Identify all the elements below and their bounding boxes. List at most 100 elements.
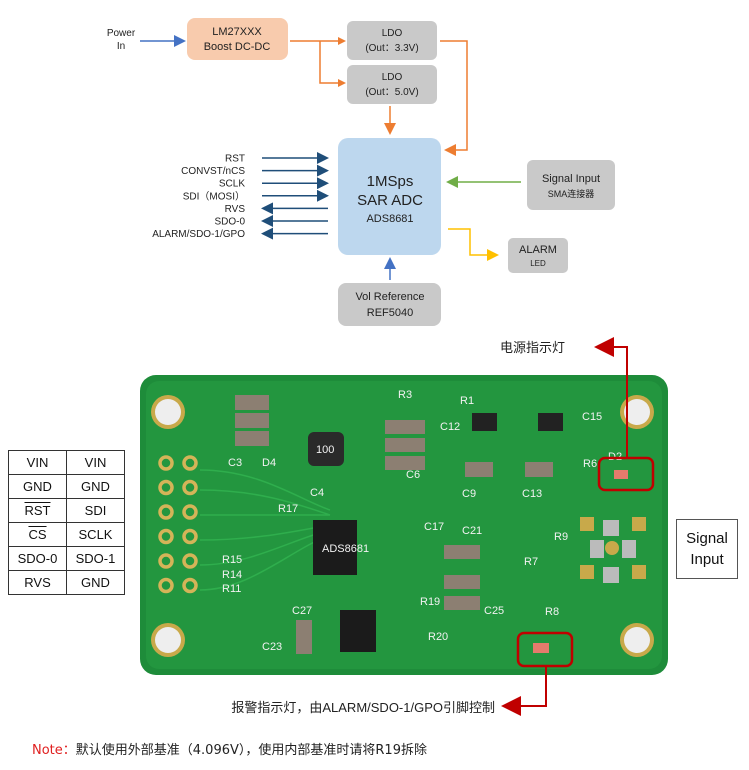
header-pin-pad xyxy=(158,479,174,496)
pin-cell: SDO-1 xyxy=(66,546,125,571)
vref-box xyxy=(338,283,441,326)
silkscreen-label: R3 xyxy=(398,389,412,401)
signal-input-label-1: Signal xyxy=(686,530,728,547)
ldo1-line1: LDO xyxy=(382,28,403,39)
signal-label: ALARM/SDO-1/GPO xyxy=(152,229,245,240)
pin-cell: GND xyxy=(66,570,125,595)
alarm-line2: LED xyxy=(530,259,546,268)
vref-line2: REF5040 xyxy=(367,307,413,319)
signal-label: SDO-0 xyxy=(214,217,245,228)
silkscreen-label: C17 xyxy=(424,521,444,533)
silkscreen-label: C12 xyxy=(440,421,460,433)
adc-box xyxy=(338,138,441,255)
signal-label: CONVST/nCS xyxy=(181,166,245,177)
silkscreen-label: C15 xyxy=(582,411,602,423)
note-text: 默认使用外部基准（4.096V），使用内部基准时请将R19拆除 xyxy=(75,743,427,758)
ldo2-line2: (Out：5.0V) xyxy=(365,87,418,98)
alarm-led-pointer xyxy=(501,666,547,716)
pin-cell: RVS xyxy=(8,570,67,595)
header-pin-pad xyxy=(158,455,174,471)
silkscreen-label: R6 xyxy=(583,458,597,470)
header-pin-pad xyxy=(182,504,198,520)
power-led-caption: 电源指示灯 xyxy=(500,340,565,355)
silkscreen-label: C23 xyxy=(262,641,282,653)
header-pin-pad xyxy=(158,504,174,520)
silkscreen-label: R7 xyxy=(524,556,538,568)
header-pin-pad xyxy=(182,528,198,545)
signal-input-label-box: Signal Input xyxy=(676,519,738,579)
header-pin-pad xyxy=(182,479,198,496)
silkscreen-label: C27 xyxy=(292,605,312,617)
ldo-3v3-box xyxy=(347,21,437,60)
note: Note：默认使用外部基准（4.096V），使用内部基准时请将R19拆除 xyxy=(32,739,427,758)
boost-line1: LM27XXX xyxy=(212,26,262,38)
ldo2-line1: LDO xyxy=(382,72,403,83)
header-pin-pad xyxy=(182,455,198,471)
alarm-box xyxy=(508,238,568,273)
silkscreen-label: C21 xyxy=(462,525,482,537)
alarm-led-caption: 报警指示灯，由ALARM/SDO-1/GPO引脚控制 xyxy=(231,700,495,715)
silkscreen-label: R17 xyxy=(278,503,298,515)
silkscreen-label: D4 xyxy=(262,457,276,469)
pin-cell: SDI xyxy=(66,498,125,523)
note-label: Note： xyxy=(32,743,76,758)
signal-lines: RSTCONVST/nCSSCLKSDI（MOSI）RVSSDO-0ALARM/… xyxy=(152,152,329,240)
silkscreen-label: R8 xyxy=(545,606,559,618)
signal-input-label-2: Input xyxy=(690,551,724,568)
pin-cell: SDO-0 xyxy=(8,546,67,571)
boost-line2: Boost DC-DC xyxy=(204,41,271,53)
silkscreen-label: C6 xyxy=(406,469,420,481)
signal-label: RVS xyxy=(225,204,246,215)
silkscreen-label: R14 xyxy=(222,569,242,581)
pin-cell: SCLK xyxy=(66,522,125,547)
adc-line2: SAR ADC xyxy=(357,192,423,209)
pin-cell: VIN xyxy=(66,450,125,475)
signal-label: RST xyxy=(225,154,245,165)
silkscreen-label: C9 xyxy=(462,488,476,500)
silkscreen-label: C3 xyxy=(228,457,242,469)
signal-input-box xyxy=(527,160,615,210)
ldo1-line2: (Out：3.3V) xyxy=(365,43,418,54)
pin-cell: RST xyxy=(8,498,67,523)
signal-label: SCLK xyxy=(219,179,245,190)
header-pin-pad xyxy=(158,577,174,594)
silkscreen-label: C13 xyxy=(522,488,542,500)
power-led-pointer xyxy=(594,337,628,458)
silkscreen-label: R1 xyxy=(460,395,474,407)
silkscreen-label: C4 xyxy=(310,487,324,499)
header-pin-pad xyxy=(158,528,174,545)
pin-cell: GND xyxy=(66,474,125,499)
boost-box xyxy=(187,18,288,60)
boost-to-ldo-arrows xyxy=(290,40,343,84)
header-pin-pad xyxy=(158,553,174,569)
power-in-label-2: In xyxy=(117,41,125,52)
signal-input-line1: Signal Input xyxy=(542,173,600,185)
power-in-label: Power xyxy=(107,28,136,39)
pin-cell: CS xyxy=(8,522,67,547)
alarm-arrow xyxy=(448,228,499,261)
pin-cell: GND xyxy=(8,474,67,499)
adc-line1: 1MSps xyxy=(367,173,414,190)
alarm-line1: ALARM xyxy=(519,244,557,256)
vref-line1: Vol Reference xyxy=(355,291,424,303)
silkscreen-label: R11 xyxy=(222,583,241,595)
silkscreen-label: R15 xyxy=(222,554,242,566)
signal-input-line2: SMA连接器 xyxy=(548,188,595,199)
header-pin-pad xyxy=(182,553,198,569)
silkscreen-label: ADS8681 xyxy=(322,543,369,555)
silkscreen-label: R19 xyxy=(420,596,440,608)
pin-cell: VIN xyxy=(8,450,67,475)
silkscreen-label: 100 xyxy=(316,444,334,456)
silkscreen-label: R20 xyxy=(428,631,448,643)
adc-line3: ADS8681 xyxy=(366,213,413,225)
ldo1-to-adc-arrow xyxy=(440,40,468,156)
